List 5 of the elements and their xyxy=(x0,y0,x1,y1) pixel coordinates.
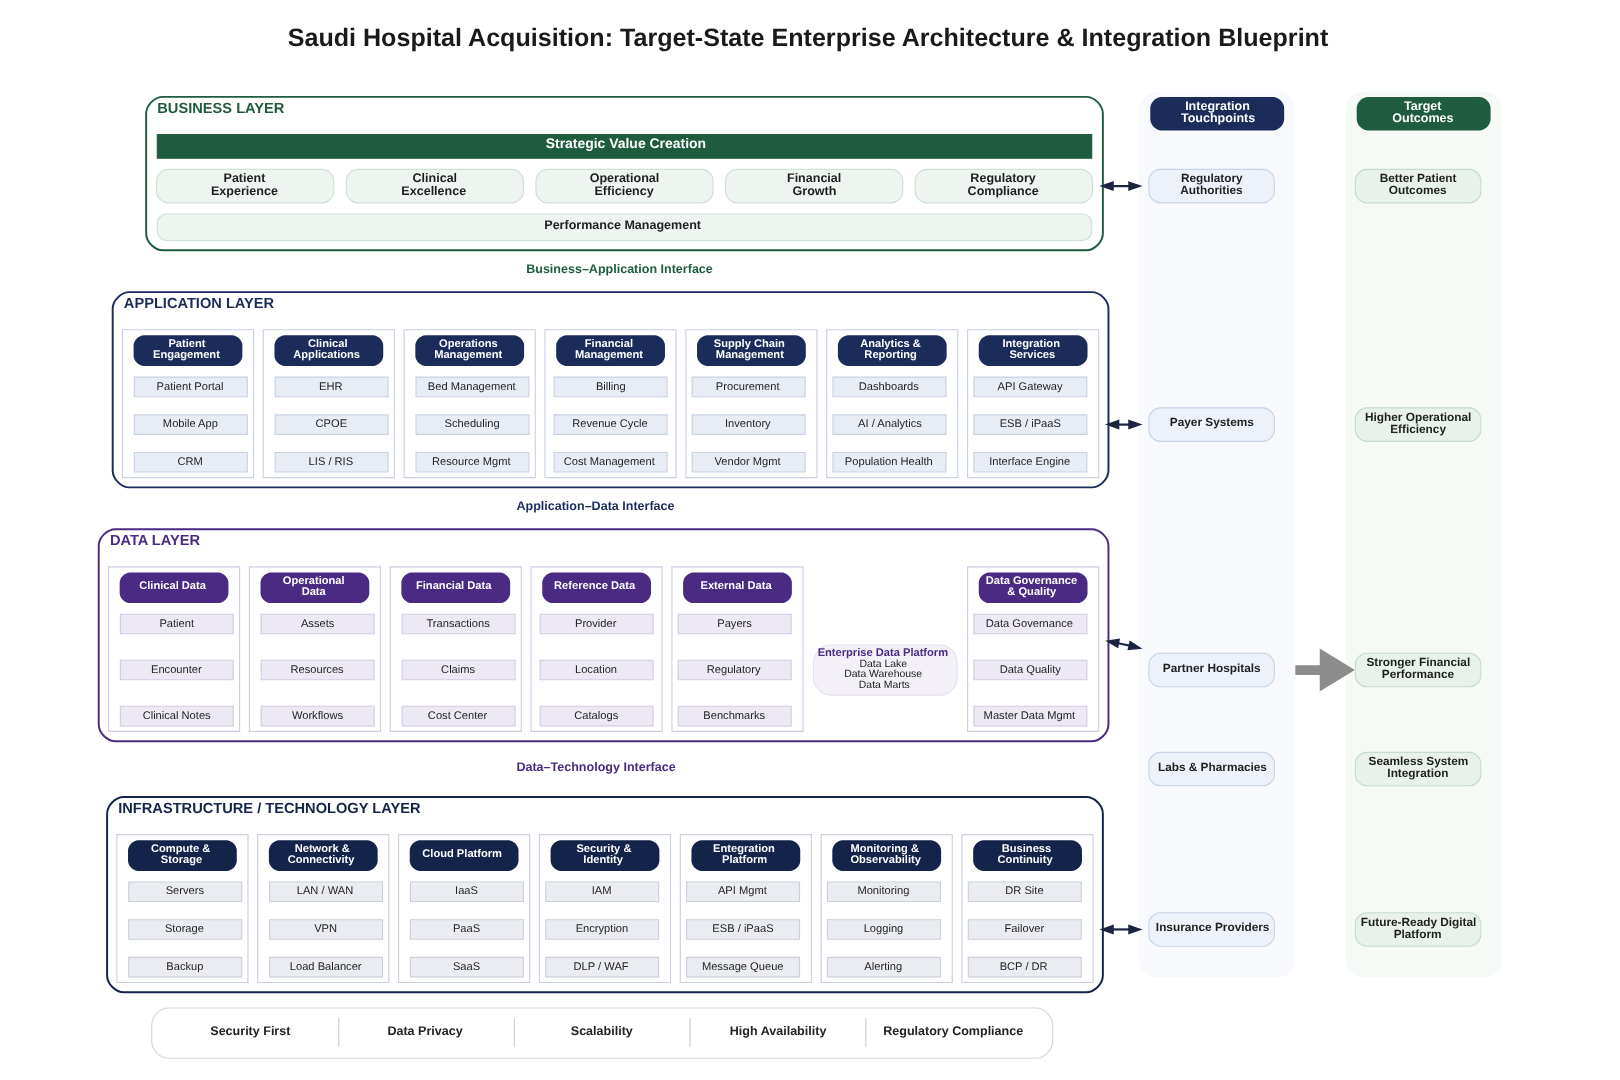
arrow xyxy=(1099,181,1143,192)
arrow xyxy=(1295,648,1355,692)
arrow xyxy=(1105,419,1143,430)
diagram-title: Saudi Hospital Acquisition: Target-State Enterprise Architecture & Integration Blueprint xyxy=(287,24,1329,53)
arrow xyxy=(1099,924,1143,935)
